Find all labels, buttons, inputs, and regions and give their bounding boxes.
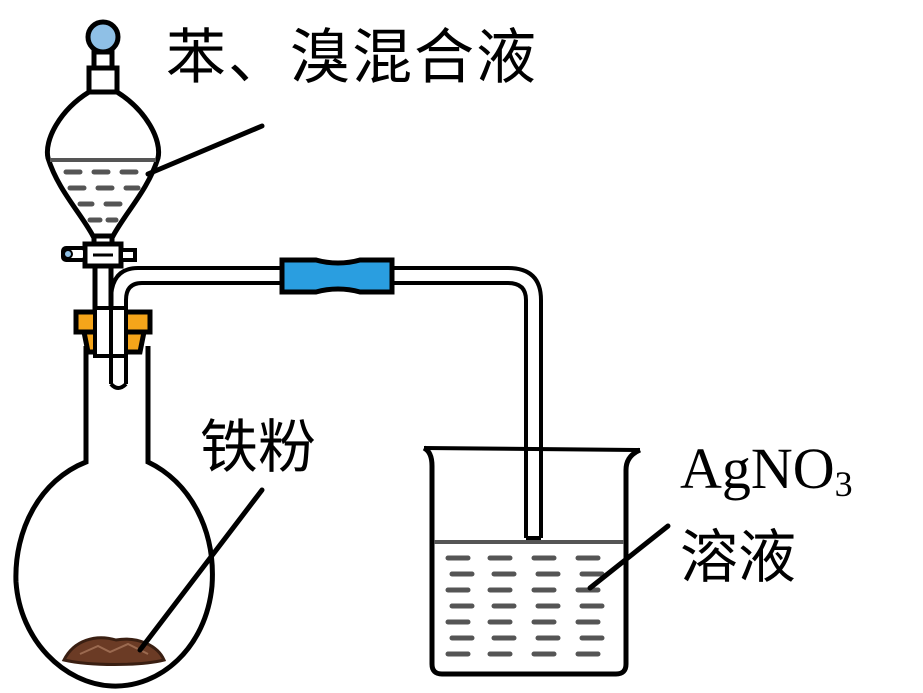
- funnel-body: [44, 89, 162, 239]
- beaker-outline: [422, 445, 642, 677]
- rubber-stopper: [73, 306, 153, 358]
- silver-nitrate-formula: AgNO: [680, 436, 835, 501]
- round-bottom-flask: [13, 346, 215, 689]
- silver-nitrate-subscript: 3: [834, 464, 853, 504]
- rubber-connector: [279, 257, 395, 295]
- funnel-liquid: [63, 169, 141, 223]
- stopcock-handle-right[interactable]: [119, 248, 137, 262]
- leader-iron: [137, 487, 265, 653]
- label-benzene-bromine-mixture: 苯、溴混合液: [166, 23, 538, 93]
- stopper-knob: [85, 19, 121, 55]
- beaker: [422, 445, 642, 677]
- flask-outline: [13, 346, 215, 689]
- leader-lines: [137, 123, 671, 653]
- label-solution: 溶液: [680, 523, 797, 591]
- leader-funnel: [145, 123, 265, 177]
- label-iron-powder: 铁粉: [200, 413, 317, 481]
- leader-solution: [587, 523, 671, 591]
- stopcock-knob-left: [63, 249, 73, 259]
- label-silver-nitrate: AgNO3: [680, 440, 853, 504]
- delivery-tube: [109, 266, 543, 540]
- beaker-liquid: [445, 555, 605, 657]
